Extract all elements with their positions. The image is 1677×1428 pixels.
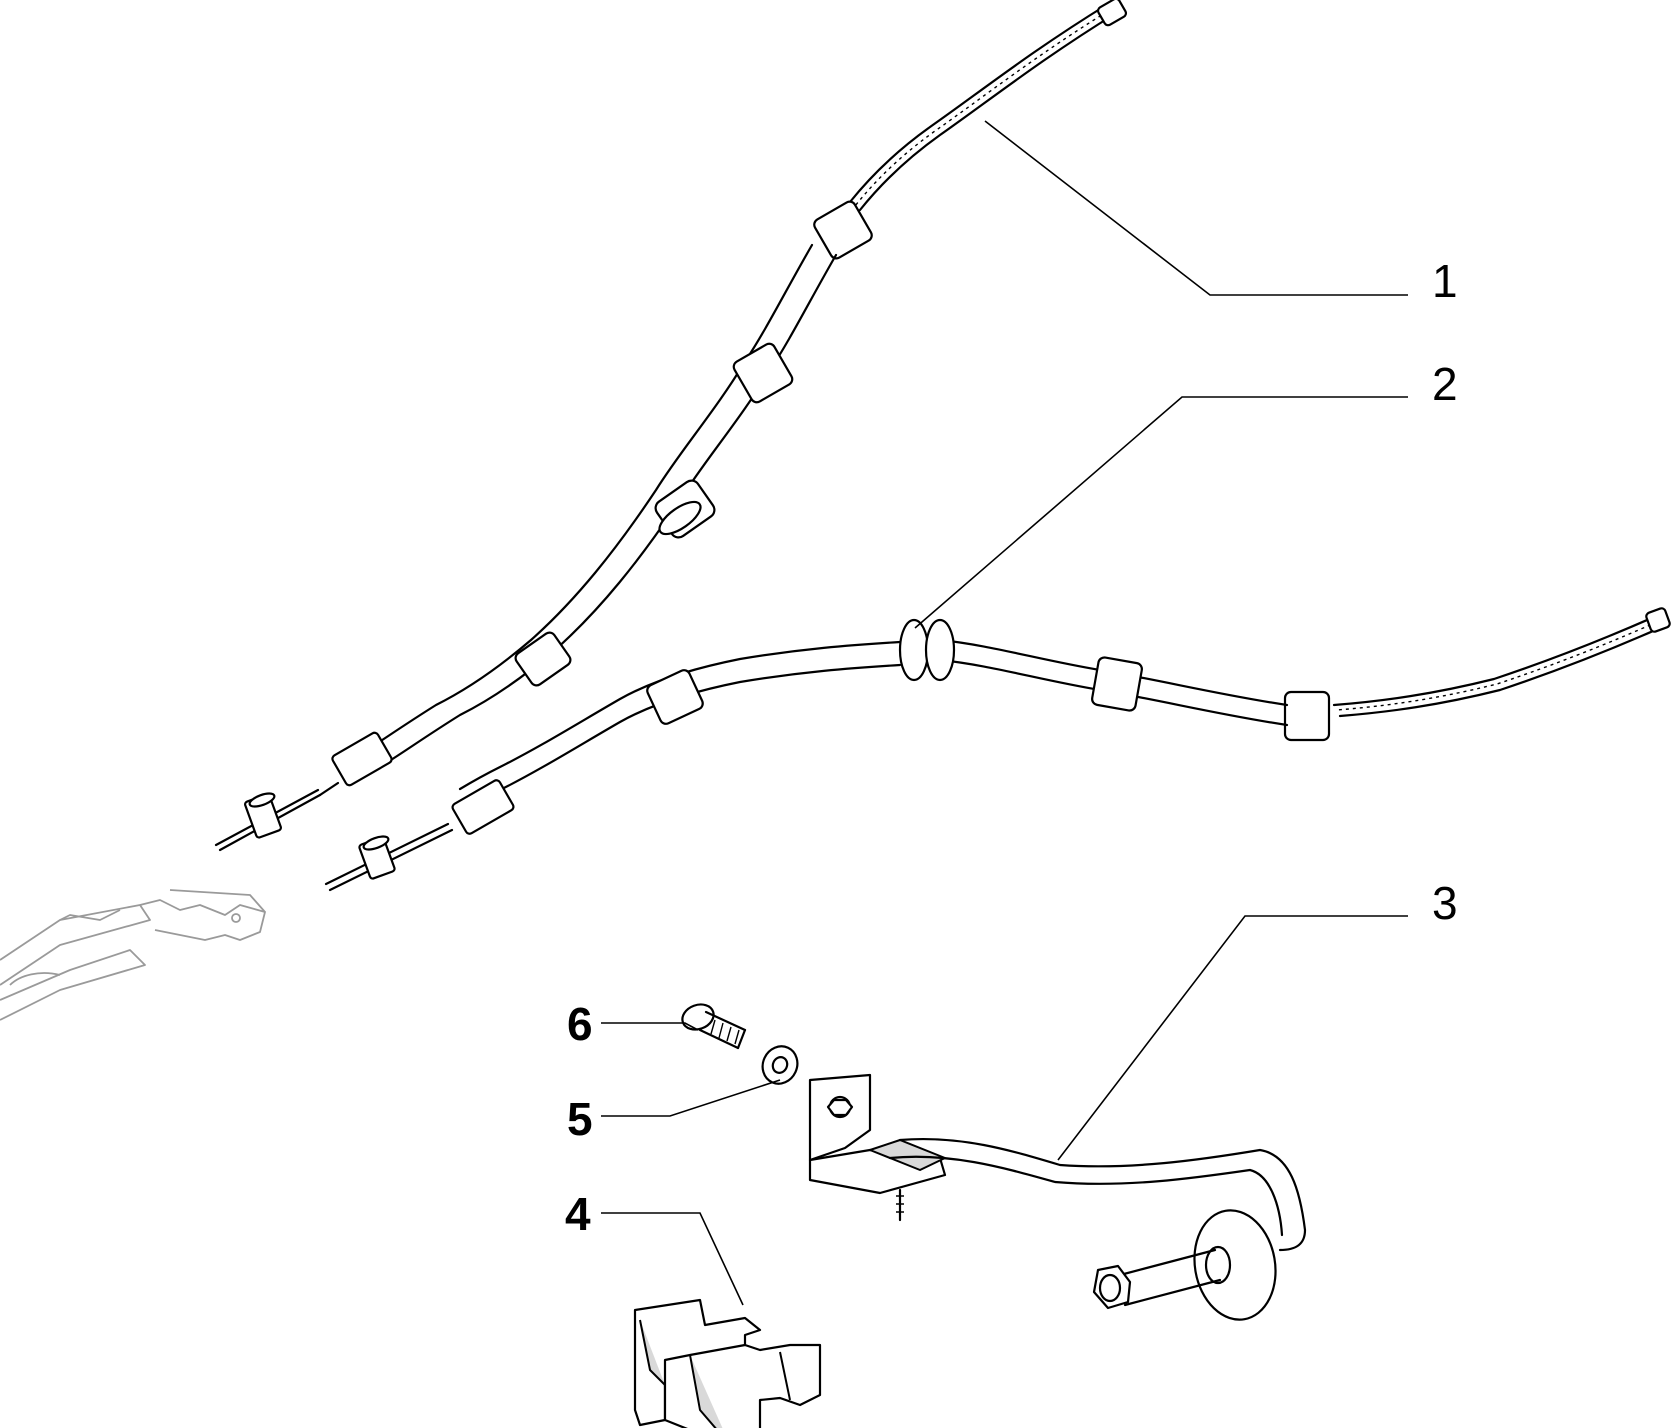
bracket-part-3[interactable] xyxy=(808,1073,1307,1326)
callout-3: 3 xyxy=(1432,877,1458,929)
callout-1: 1 xyxy=(1432,255,1458,307)
callout-6: 6 xyxy=(567,998,593,1050)
ghost-lever-context xyxy=(0,889,266,1021)
callout-5: 5 xyxy=(567,1093,593,1145)
washer-part-5[interactable] xyxy=(757,1041,804,1090)
clamp-part-4[interactable] xyxy=(633,1298,822,1428)
cable-1[interactable] xyxy=(214,0,1128,852)
bolt-part-6[interactable] xyxy=(679,1000,747,1050)
cable-2[interactable] xyxy=(324,607,1671,892)
leader-lines xyxy=(601,120,1408,1306)
callout-labels: 1 2 3 4 5 6 xyxy=(565,255,1458,1240)
callout-2: 2 xyxy=(1432,358,1458,410)
callout-4: 4 xyxy=(565,1188,591,1240)
